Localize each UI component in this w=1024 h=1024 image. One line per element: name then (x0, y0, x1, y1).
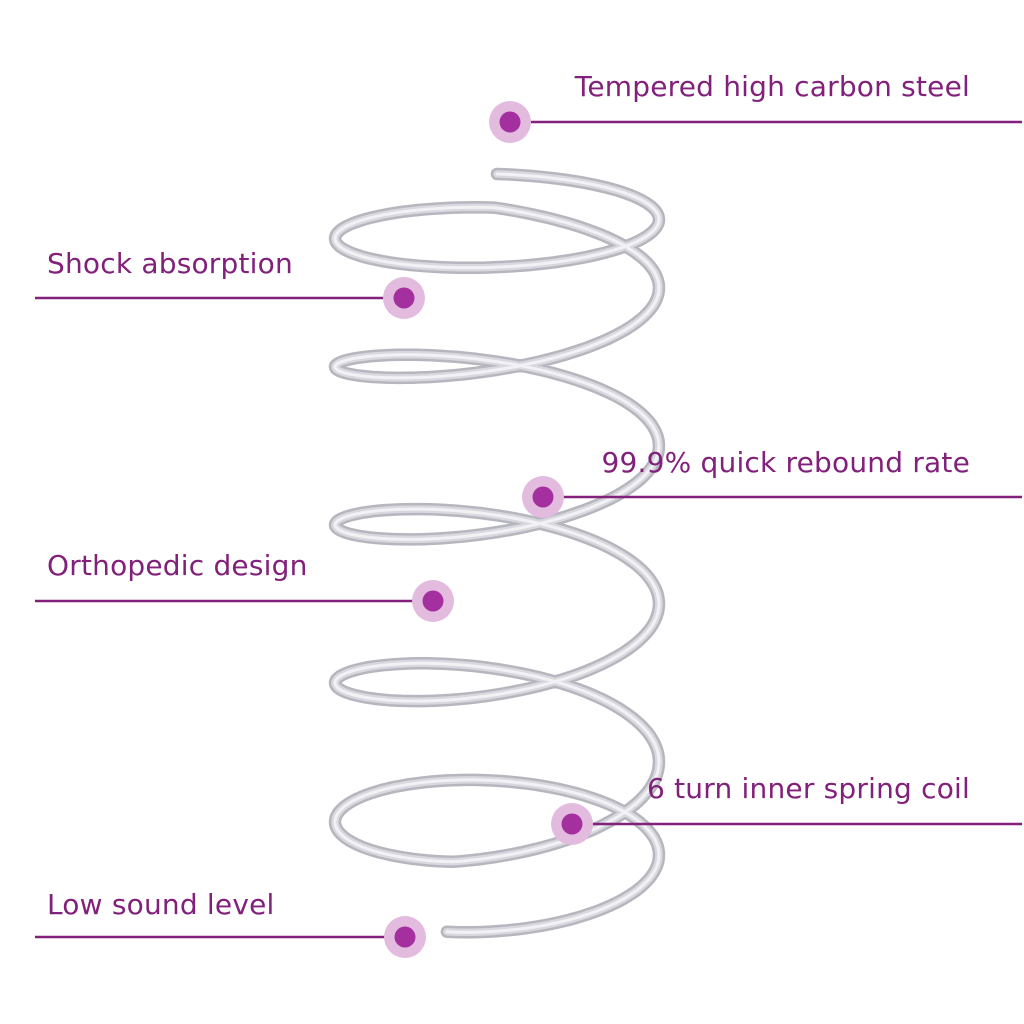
callout-dot-core (532, 486, 554, 508)
callout-lines (35, 120, 1022, 939)
callout-dot-core (393, 287, 415, 309)
callout-label-orthopedic-design: Orthopedic design (47, 549, 308, 582)
spring-coil-shine (333, 172, 661, 934)
callout-label-shock-absorption: Shock absorption (47, 247, 293, 280)
callout-label-low-sound: Low sound level (47, 888, 275, 921)
callout-dot-core (561, 813, 583, 835)
callout-label-rebound-rate: 99.9% quick rebound rate (601, 446, 970, 479)
callout-dot-core (394, 926, 416, 948)
callout-dot-core (422, 590, 444, 612)
callout-dots (383, 101, 593, 958)
callout-label-inner-coil: 6 turn inner spring coil (647, 772, 970, 805)
callout-label-tempered-steel: Tempered high carbon steel (574, 70, 970, 103)
callout-dot-core (499, 111, 521, 133)
